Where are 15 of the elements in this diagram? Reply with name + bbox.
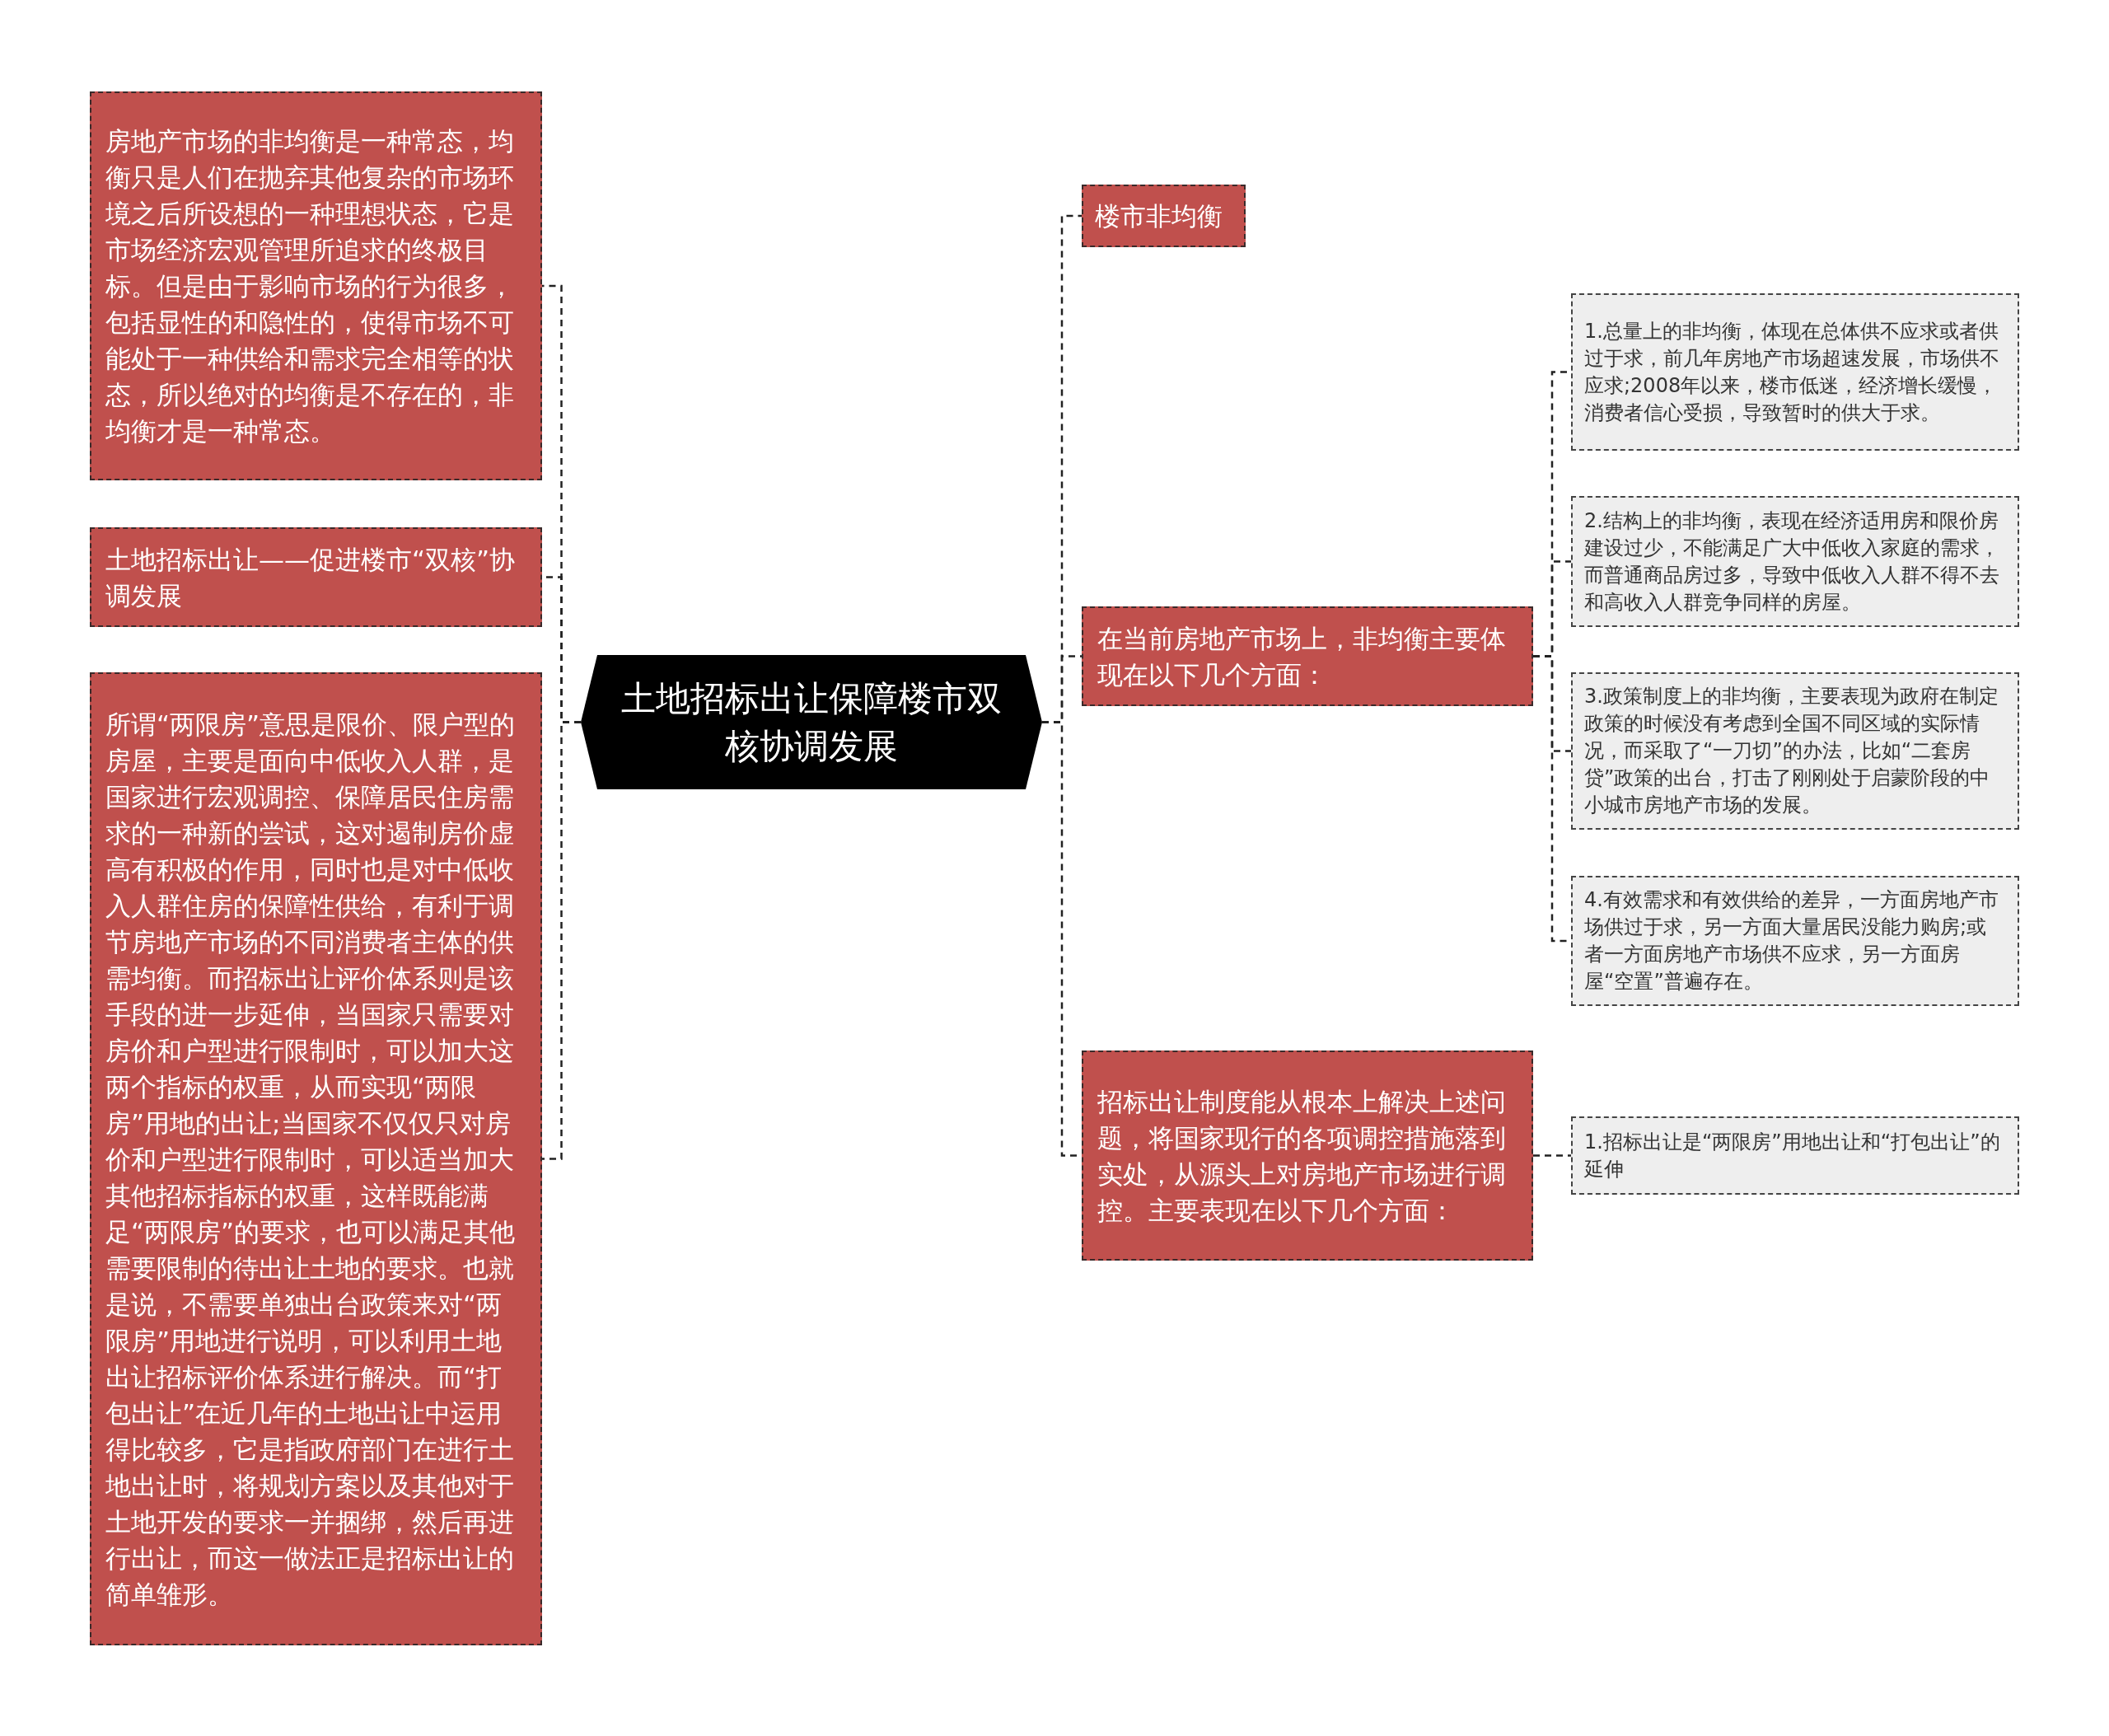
topic-box: 楼市非均衡 <box>1082 185 1246 247</box>
topic-box: 所谓“两限房”意思是限价、限户型的房屋，主要是面向中低收入人群，是国家进行宏观调控、保障居民住房需求的一种新的尝试，这对遏制房价虚高有积极的作用，同时也是对中低收入人群住房的保障性供给，有利于调节房地产市场的不同消费者主体的供需均衡。而招标出让评价体系则是该手段的进一步延伸，当国家只需要对房价和户型进行限制时，可以加大这两个指标的权重，从而实现“两限房”用地的出让;当国家不仅仅只对房价和户型进行限制时，可以适当加大其他招标指标的权重，这样既能满足“两限房”的要求，也可以满足其他需要限制的待出让土地的要求。也就是说，不需要单独出台政策来对“两限房”用地进行说明，可以利用土地出让招标评价体系进行解决。而“打包出让”在近几年的土地出让中运用得比较多，它是指政府部门在进行土地出让时，将规划方案以及其他对于土地开发的要求一并捆绑，然后再进行出让，而这一做法正是招标出让的简单雏形。 <box>90 672 542 1645</box>
topic-title: 土地招标出让保障楼市双核协调发展 <box>620 676 1003 768</box>
topic-box: 土地招标出让——促进楼市“双核”协调发展 <box>90 527 542 627</box>
connector-line <box>542 721 581 1160</box>
topic-box: 招标出让制度能从根本上解决上述问题，将国家现行的各项调控措施落到实处，从源头上对房地产市场进行调控。主要表现在以下几个方面： <box>1082 1050 1533 1261</box>
topic-box: 房地产市场的非均衡是一种常态，均衡只是人们在抛弃其他复杂的市场环境之后所设想的一种理想状态，它是市场经济宏观管理所追求的终极目标。但是由于影响市场的行为很多，包括显性的和隐性的，使得市场不可能处于一种供给和需求完全相等的状态，所以绝对的均衡是不存在的，非均衡才是一种常态。 <box>90 91 542 480</box>
note-box: 4.有效需求和有效供给的差异，一方面房地产市场供过于求，另一方面大量居民没能力购房;或者一方面房地产市场供不应求，另一方面房屋“空置”普遍存在。 <box>1571 876 2019 1006</box>
note-box: 2.结构上的非均衡，表现在经济适用房和限价房建设过少，不能满足广大中低收入家庭的需求，而普通商品房过多，导致中低收入人群不得不去和高收入人群竞争同样的房屋。 <box>1571 496 2019 627</box>
central-topic <box>581 655 1042 789</box>
note-box: 1.招标出让是“两限房”用地出让和“打包出让”的延伸 <box>1571 1116 2019 1195</box>
note-box: 1.总量上的非均衡，体现在总体供不应求或者供过于求，前几年房地产市场超速发展，市场供不应求;2008年以来，楼市低迷，经济增长缓慢，消费者信心受损，导致暂时的供大于求。 <box>1571 293 2019 451</box>
topic-box: 在当前房地产市场上，非均衡主要体现在以下几个方面： <box>1082 606 1533 706</box>
connector-line <box>1533 1154 1571 1157</box>
note-box: 3.政策制度上的非均衡，主要表现为政府在制定政策的时候没有考虑到全国不同区域的实际情况，而采取了“一刀切”的办法，比如“二套房贷”政策的出台，打击了刚刚处于启蒙阶段的中小城市房地产市场的发展。 <box>1571 672 2019 830</box>
